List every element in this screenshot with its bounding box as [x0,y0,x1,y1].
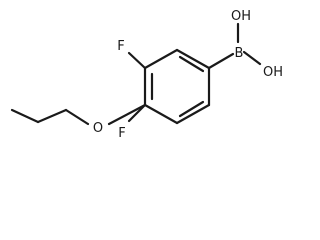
atom-label-f-top: F [117,39,124,54]
ring-inner-double-bottom [178,100,205,118]
bond-ch2-ch2 [36,108,68,124]
atom-label-b: B [235,46,244,61]
ring-bond-c2-c3 [175,48,211,70]
bond-o-ch2 [64,108,90,126]
ring-bond-c5-c6 [143,103,179,125]
atom-label-oh-top: OH [231,9,251,24]
ring-inner-double-top [178,55,205,73]
structure-canvas: F F O B OH OH [10,9,283,141]
atom-label-oh-right: OH [263,65,283,80]
atom-label-f-bottom: F [118,126,125,141]
bond-c-f-top [127,51,147,70]
bond-b-oh-right [242,50,262,66]
bond-c-f-bottom [127,103,147,123]
structural-formula: F F O B OH OH [10,9,283,141]
bond-c-o-ether [107,103,147,126]
bond-ch2-ch3 [10,108,40,124]
bond-c-b [207,52,235,70]
atom-label-o-ether: O [93,121,103,136]
ring-bond-c1-c2 [143,48,179,70]
ring-bond-c4-c5 [175,103,211,125]
